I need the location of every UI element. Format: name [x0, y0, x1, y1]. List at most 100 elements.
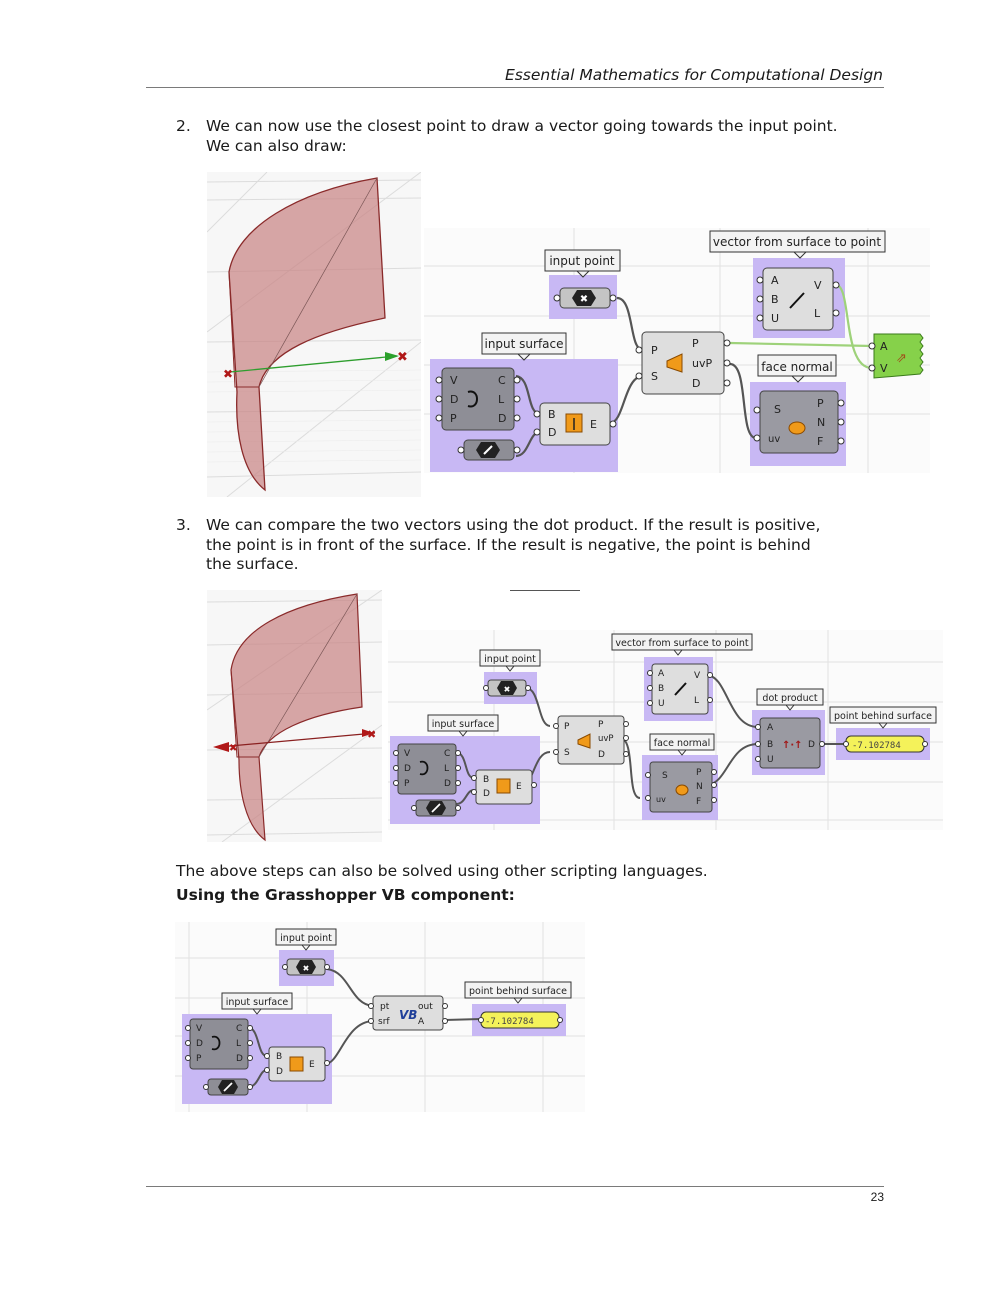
brep-edges-component[interactable]: B D E — [471, 769, 537, 805]
svg-text:D: D — [196, 1039, 203, 1049]
curve-icon — [467, 390, 478, 408]
svg-text:V: V — [814, 279, 822, 292]
geometry-param[interactable] — [203, 1078, 253, 1096]
tag-input-surface: input surface — [481, 332, 567, 361]
svg-text:input surface: input surface — [226, 997, 289, 1008]
svg-text:B: B — [548, 408, 556, 421]
tag-input-point: input point — [544, 249, 621, 278]
svg-text:face normal: face normal — [761, 360, 832, 374]
point-param[interactable]: ✖ — [483, 679, 531, 697]
svg-text:uv: uv — [656, 795, 666, 804]
step-number: 2. — [176, 117, 191, 135]
geometry-param[interactable] — [411, 799, 461, 817]
surface-cp-icon — [577, 733, 591, 749]
point-param[interactable]: ✖ — [282, 958, 330, 976]
surface-params-component[interactable]: V D P C L D — [185, 1018, 253, 1070]
svg-text:B: B — [658, 684, 664, 694]
footer-rule — [146, 1186, 884, 1187]
result-panel[interactable]: -7.102784 — [843, 735, 928, 753]
svg-text:E: E — [516, 782, 522, 792]
svg-text:input surface: input surface — [432, 719, 495, 730]
gh-canvas-3[interactable]: input point input surface point behind s… — [175, 922, 585, 1112]
svg-text:D: D — [483, 789, 490, 799]
svg-text:L: L — [694, 696, 699, 706]
svg-text:D: D — [498, 412, 506, 425]
point-param[interactable]: ✖ — [553, 287, 617, 309]
surface-params-component[interactable]: V D P C L D — [393, 743, 461, 795]
tag-result: point behind surface — [829, 706, 937, 729]
vector-line — [218, 732, 376, 748]
geometry-param[interactable] — [457, 439, 521, 461]
vector-2pt-component[interactable]: A B U V L — [756, 267, 840, 331]
tag-dot-product: dot product — [756, 688, 824, 711]
svg-text:L: L — [444, 764, 449, 774]
step-3: 3. We can compare the two vectors using … — [176, 516, 896, 576]
svg-text:point behind surface: point behind surface — [834, 711, 932, 722]
svg-text:P: P — [196, 1054, 202, 1064]
svg-text:V: V — [450, 374, 458, 387]
svg-text:S: S — [564, 748, 570, 758]
closest-point-component[interactable]: P S P uvP D — [635, 331, 731, 395]
step-line: We can compare the two vectors using the… — [206, 516, 821, 534]
surface-shape — [230, 593, 363, 842]
svg-text:V: V — [404, 749, 411, 759]
step-number: 3. — [176, 516, 191, 534]
surface-params-component[interactable]: V D P C L D — [435, 367, 521, 431]
gh-canvas-2[interactable]: input point input surface vector from su… — [388, 630, 943, 830]
svg-text:input point: input point — [484, 654, 536, 665]
dot-product-icon: ↑·↑ — [782, 740, 803, 751]
svg-text:L: L — [498, 393, 505, 406]
svg-text:face normal: face normal — [654, 738, 711, 749]
evaluate-surface-component[interactable]: S uv P N F — [645, 761, 717, 813]
svg-text:A: A — [658, 669, 665, 679]
vector-display-icon: ⇗ — [896, 351, 907, 366]
vector-2pt-component[interactable]: A B U V L — [647, 663, 713, 715]
svg-text:E: E — [590, 418, 597, 431]
result-panel[interactable]: -7.102784 — [478, 1011, 563, 1029]
arrow-icon — [223, 1082, 233, 1092]
evaluate-icon — [675, 784, 689, 796]
vb-script-component[interactable]: pt srf out A VB — [368, 995, 448, 1031]
closest-point-component[interactable]: P S P uvP D — [553, 715, 629, 765]
svg-text:D: D — [444, 779, 451, 789]
svg-text:dot product: dot product — [762, 693, 817, 704]
evaluate-surface-component[interactable]: S uv P N F — [753, 390, 845, 454]
surface-render-2: ✖ ✖ — [207, 590, 382, 842]
svg-text:U: U — [767, 755, 774, 765]
rhino-viewport-2: ✖ ✖ — [207, 590, 382, 842]
tag-face-normal: face normal — [649, 733, 715, 756]
svg-text:S: S — [774, 403, 781, 416]
svg-text:A: A — [771, 274, 779, 287]
svg-text:F: F — [817, 435, 823, 448]
tag-input-surface: input surface — [221, 992, 293, 1015]
step-line: the surface. — [206, 555, 299, 574]
arrow-head-icon — [385, 352, 399, 361]
svg-text:P: P — [450, 412, 457, 425]
vector-display-component[interactable]: A V ⇗ — [868, 333, 924, 379]
brep-edges-component[interactable]: B D E — [533, 402, 617, 446]
svg-text:uv: uv — [768, 434, 780, 445]
tag-input-point: input point — [275, 928, 337, 951]
svg-text:out: out — [418, 1002, 433, 1012]
normal-arrow-icon — [213, 742, 229, 752]
vb-section-heading: Using the Grasshopper VB component: — [176, 886, 515, 904]
svg-text:E: E — [309, 1060, 315, 1070]
brep-edges-component[interactable]: B D E — [264, 1046, 330, 1082]
evaluate-icon — [788, 421, 806, 435]
svg-text:vector from surface to point: vector from surface to point — [615, 638, 748, 649]
surface-shape — [228, 177, 386, 492]
point-x-icon: ✖ — [580, 294, 588, 305]
svg-text:C: C — [236, 1024, 242, 1034]
closest-point-marker-icon: ✖ — [229, 743, 237, 754]
svg-text:B: B — [771, 293, 779, 306]
point-x-icon: ✖ — [504, 685, 511, 694]
page-number: 23 — [870, 1190, 884, 1204]
gh-canvas-1[interactable]: input point input surface vector from su… — [424, 228, 930, 473]
svg-text:P: P — [696, 768, 702, 778]
svg-text:A: A — [767, 723, 774, 733]
divider — [510, 590, 580, 591]
svg-text:S: S — [662, 771, 668, 781]
svg-text:D: D — [548, 426, 556, 439]
dot-product-component[interactable]: A B U D ↑·↑ — [755, 717, 825, 769]
input-point-marker-icon: ✖ — [367, 728, 376, 741]
